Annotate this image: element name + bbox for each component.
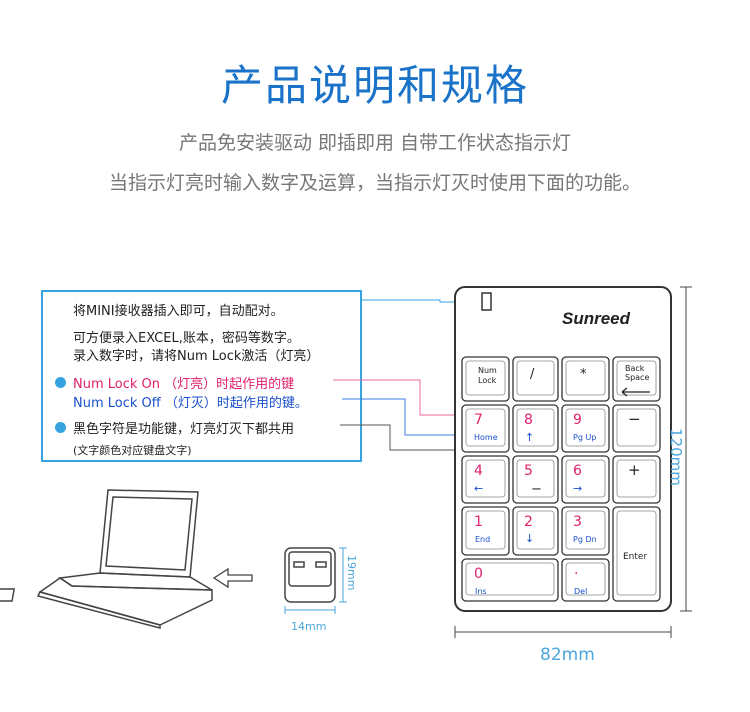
subtitle-2: 当指示灯亮时输入数字及运算，当指示灯灭时使用下面的功能。 <box>108 172 641 194</box>
key-star <box>561 356 610 402</box>
key-7-function: Home <box>474 433 498 442</box>
key-7 <box>461 404 510 453</box>
key-9-number: 9 <box>573 412 582 428</box>
receiver-height: 19mm <box>345 555 358 591</box>
key-2 <box>512 506 559 556</box>
key-slash <box>512 356 559 402</box>
subtitle-1: 产品免安装驱动 即插即用 自带工作状态指示灯 <box>178 132 572 154</box>
key-6-number: 6 <box>573 463 582 479</box>
info-line-1: 将MINI接收器插入即可，自动配对。 <box>73 304 284 319</box>
key-3-function: Pg Dn <box>573 535 597 544</box>
key-dot-number: . <box>574 562 579 578</box>
info-box: 将MINI接收器插入即可，自动配对。 可方便录入EXCEL,账本，密码等数字。 … <box>41 290 362 462</box>
numlock-off-connector <box>342 398 470 436</box>
key-7-number: 7 <box>474 412 483 428</box>
key-0 <box>461 558 559 602</box>
usb-receiver-icon <box>284 547 336 603</box>
key-2-number: 2 <box>524 514 533 530</box>
key-minus-label: − <box>628 410 641 428</box>
key-8-number: 8 <box>524 412 533 428</box>
key-dot <box>561 558 610 602</box>
info-line-2: 可方便录入EXCEL,账本，密码等数字。 <box>73 331 300 346</box>
key-1 <box>461 506 510 556</box>
key-enter-label: Enter <box>623 552 648 562</box>
key-9-function: Pg Up <box>573 433 597 442</box>
info-line-3: 录入数字时，请将Num Lock激活（灯亮） <box>73 349 320 364</box>
laptop-icon <box>0 489 213 629</box>
key-4-function: ← <box>474 482 484 495</box>
key-dot-function: Del <box>574 587 588 596</box>
key-1-number: 1 <box>474 514 483 530</box>
dimension-width: 82mm <box>540 645 595 665</box>
numlock-on-connector <box>333 379 470 416</box>
brand-logo: Sunreed <box>562 309 631 328</box>
key-enter <box>612 506 661 602</box>
bullet-icon <box>55 377 66 388</box>
key-0-function: Ins <box>475 587 487 596</box>
info-line-note: (文字颜色对应键盘文字) <box>73 444 192 457</box>
key-3-number: 3 <box>573 514 582 530</box>
key-6 <box>561 455 610 504</box>
key-1-function: End <box>475 535 491 544</box>
key-6-function: → <box>573 482 583 495</box>
key-5-number: 5 <box>524 463 533 479</box>
key-plus-label: + <box>628 461 641 479</box>
page-title: 产品说明和规格 <box>220 61 529 110</box>
left-arrow-icon <box>212 567 253 589</box>
key-5-function: − <box>531 482 542 497</box>
bullet-icon <box>55 422 66 433</box>
key-plus <box>612 455 661 504</box>
info-line-numlock-on: Num Lock On （灯亮）时起作用的键 <box>73 377 295 392</box>
indicator-light-icon <box>481 292 492 311</box>
info-line-function-keys: 黑色字符是功能键，灯亮灯灭下都共用 <box>73 422 295 437</box>
receiver-width: 14mm <box>291 620 327 633</box>
dimension-height: 120mm <box>667 428 685 486</box>
key-2-function: ↓ <box>525 532 535 545</box>
info-line-numlock-off: Num Lock Off （灯灭）时起作用的键。 <box>73 396 308 411</box>
key-8-function: ↑ <box>525 431 535 444</box>
key-star-label: * <box>580 367 587 382</box>
key-4 <box>461 455 510 504</box>
key-9 <box>561 404 610 453</box>
key-minus <box>612 404 661 453</box>
backspace-arrow-icon <box>621 387 650 397</box>
key-4-number: 4 <box>474 463 483 479</box>
key-3 <box>561 506 610 556</box>
key-0-number: 0 <box>474 566 483 582</box>
key-numlock <box>461 356 510 402</box>
key-5 <box>512 455 559 504</box>
key-slash-label: / <box>530 367 535 382</box>
key-8 <box>512 404 559 453</box>
